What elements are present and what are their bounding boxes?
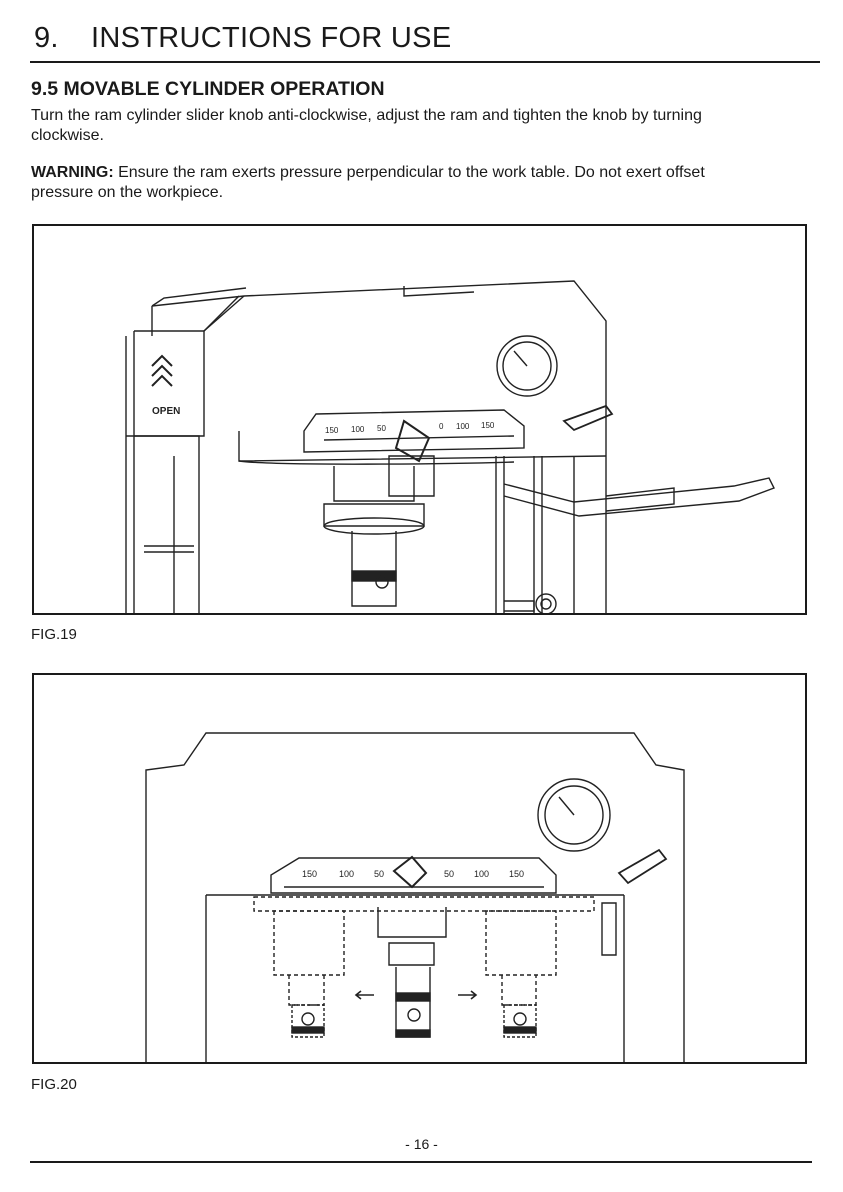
page-number: - 16 - [405,1136,438,1152]
fig20-scale-label: 150 [302,869,317,879]
fig20-scale-label: 50 [374,869,384,879]
section-heading: 9. INSTRUCTIONS FOR USE [34,22,451,55]
fig19-scale-label: 150 [481,421,495,430]
section-title: INSTRUCTIONS FOR USE [91,22,452,54]
fig20-scale-label: 150 [509,869,524,879]
fig19-scale-label: 50 [377,424,386,433]
fig19-scale-label: 100 [456,422,470,431]
fig20-scale-label: 100 [339,869,354,879]
fig19-scale-label: 150 [325,426,339,435]
figure-20-caption: FIG.20 [31,1076,77,1093]
instruction-paragraph: Turn the ram cylinder slider knob anti-c… [31,106,821,146]
fig19-scale-label: 0 [439,422,444,431]
subsection-title: 9.5 MOVABLE CYLINDER OPERATION [31,78,385,100]
instruction-line-2: clockwise. [31,127,104,144]
fig20-scale-label: 100 [474,869,489,879]
heading-divider [30,61,820,63]
warning-paragraph: WARNING: Ensure the ram exerts pressure … [31,163,821,203]
figure-20-illustration: 150 100 50 50 100 150 [32,673,807,1064]
fig20-scale-label: 50 [444,869,454,879]
press-front-drawing: 150 100 50 50 100 150 [145,732,685,1062]
footer-divider [30,1161,812,1163]
fig19-scale-label: 100 [351,425,365,434]
figure-19-caption: FIG.19 [31,626,77,643]
warning-label: WARNING: [31,164,114,181]
warning-line-1: Ensure the ram exerts pressure perpendic… [113,164,705,181]
press-perspective-drawing: OPEN 150 100 50 0 100 150 [125,280,775,613]
instruction-line-1: Turn the ram cylinder slider knob anti-c… [31,107,702,124]
warning-line-2: pressure on the workpiece. [31,184,224,201]
figure-19-illustration: OPEN 150 100 50 0 100 150 [32,224,807,615]
section-number: 9. [34,22,59,54]
door-open-label: OPEN [152,406,180,417]
